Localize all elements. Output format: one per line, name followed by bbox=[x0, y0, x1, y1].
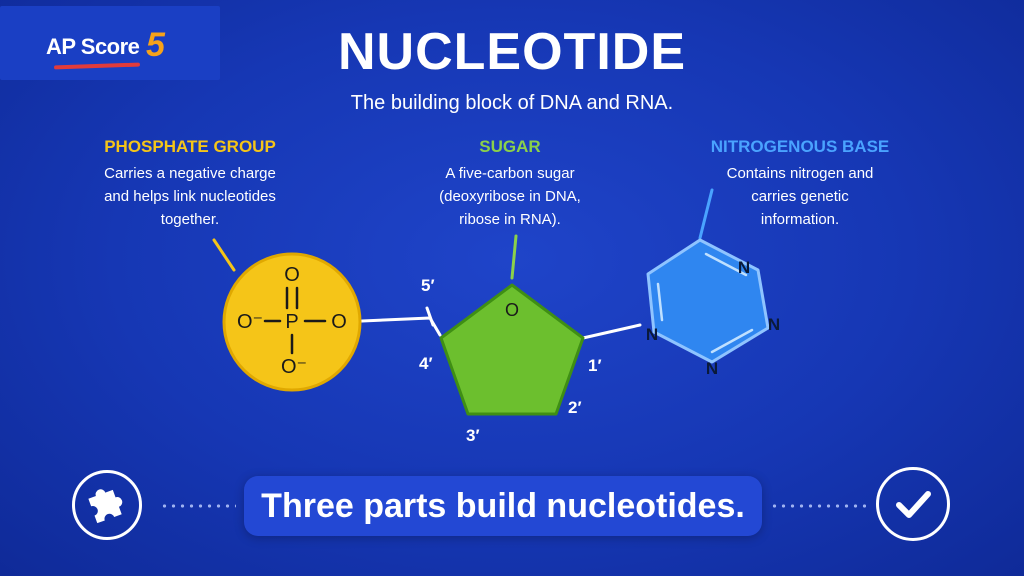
logo-text: AP Score bbox=[46, 34, 140, 59]
carbon-label-3: 3′ bbox=[466, 426, 480, 445]
base-pointer bbox=[698, 188, 714, 240]
left-dotted-connector bbox=[160, 504, 236, 508]
carbon-label-5: 5′ bbox=[421, 276, 435, 295]
base-label: NITROGENOUS BASE bbox=[710, 137, 890, 156]
phosphate-bonds bbox=[263, 286, 327, 355]
summary-banner-text: Three parts build nucleotides. bbox=[261, 486, 745, 525]
right-dotted-connector bbox=[770, 504, 866, 508]
checkmark-icon bbox=[876, 467, 950, 541]
phosphate-atom-left: O⁻ bbox=[237, 311, 263, 333]
carbon-label-1: 1′ bbox=[588, 356, 602, 375]
base-atoms: N N N N bbox=[646, 258, 780, 378]
base-description: Contains nitrogen and carries genetic in… bbox=[726, 165, 874, 228]
page-title: NUCLEOTIDE bbox=[338, 23, 686, 81]
sugar-description: A five-carbon sugar (deoxyribose in DNA,… bbox=[439, 165, 581, 228]
logo-number: 5 bbox=[146, 26, 165, 64]
brand-logo: AP Score 5 bbox=[0, 6, 220, 80]
puzzle-icon bbox=[72, 470, 142, 540]
phosphate-circle bbox=[222, 252, 362, 392]
phosphate-sugar-bond bbox=[360, 316, 442, 337]
phosphate-atom-right: O bbox=[331, 311, 347, 333]
carbon-label-2: 2′ bbox=[568, 398, 582, 417]
c5-tick bbox=[425, 306, 435, 327]
base-atom-n1: N bbox=[738, 258, 750, 277]
sugar-pentagon bbox=[439, 283, 585, 416]
base-atom-n4: N bbox=[646, 325, 658, 344]
page-subtitle: The building block of DNA and RNA. bbox=[350, 92, 674, 114]
base-atom-n2: N bbox=[768, 315, 780, 334]
carbon-label-4: 4′ bbox=[419, 354, 433, 373]
phosphate-atom-top: O bbox=[284, 264, 300, 286]
phosphate-atom-center: P bbox=[285, 311, 298, 333]
phosphate-atom-bottom: O⁻ bbox=[281, 356, 307, 378]
phosphate-pointer bbox=[212, 238, 236, 272]
sugar-base-bond bbox=[581, 323, 642, 340]
phosphate-description: Carries a negative charge and helps link… bbox=[104, 165, 276, 228]
base-atom-n3: N bbox=[706, 359, 718, 378]
sugar-ring-oxygen: O bbox=[505, 300, 519, 320]
summary-banner: Three parts build nucleotides. bbox=[244, 476, 762, 536]
sugar-pointer bbox=[510, 234, 518, 280]
base-double-bonds bbox=[656, 252, 754, 354]
phosphate-label: PHOSPHATE GROUP bbox=[104, 137, 276, 156]
sugar-label: SUGAR bbox=[479, 137, 541, 156]
phosphate-atoms: O O⁻ P O O⁻ bbox=[237, 264, 347, 378]
